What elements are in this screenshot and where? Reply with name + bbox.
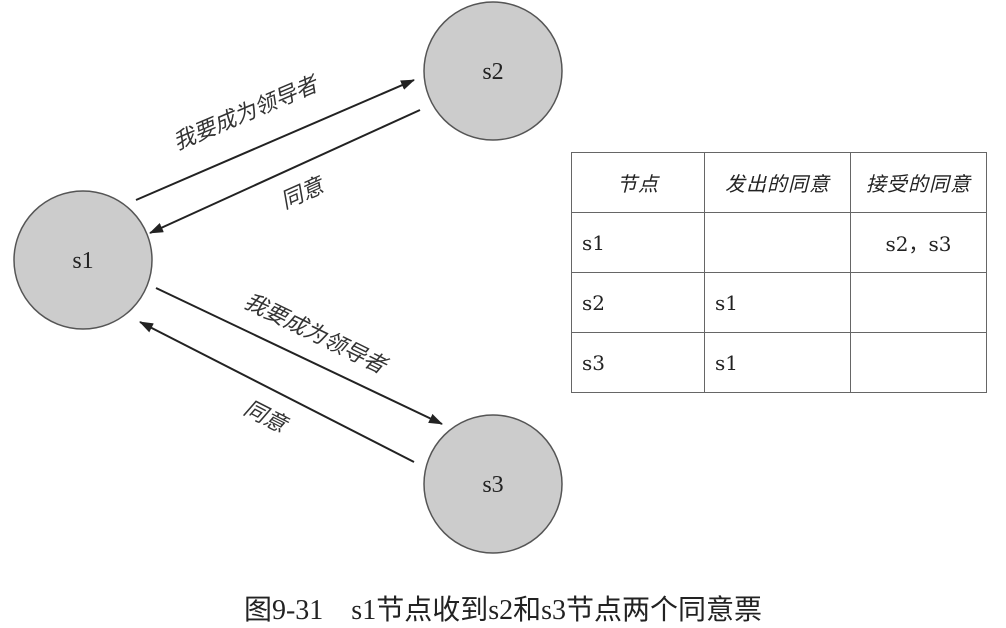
table-row: s2 s1 (571, 272, 987, 333)
figure-caption: 图9-31 s1节点收到s2和s3节点两个同意票 (243, 595, 762, 626)
edge-label-s2-to-s1: 同意 (277, 173, 329, 215)
arrow-s1-to-s3 (155, 287, 443, 425)
raft-election-diagram: 我要成为领导者 同意 我要成为领导者 同意 s1 s2 s3 (13, 1, 563, 554)
header-node: 节点 (571, 152, 705, 213)
arrow-s2-to-s1 (149, 109, 421, 234)
edge-label-s1-to-s2: 我要成为领导者 (170, 71, 324, 155)
table-row: s3 s1 (571, 332, 987, 393)
cell-sent (704, 212, 851, 273)
cell-node: s1 (571, 212, 705, 273)
table-header-row: 节点 发出的同意 接受的同意 (571, 152, 987, 213)
cell-received (850, 272, 987, 333)
header-received: 接受的同意 (850, 152, 987, 213)
cell-node: s3 (571, 332, 705, 393)
cell-sent: s1 (704, 272, 851, 333)
node-s2: s2 (423, 1, 563, 141)
node-label-s1: s1 (72, 248, 93, 274)
cell-received: s2，s3 (850, 212, 987, 273)
arrow-s3-to-s1 (139, 321, 415, 463)
table-row: s1 s2，s3 (571, 212, 987, 273)
arrow-s1-to-s2 (135, 79, 415, 201)
node-s1: s1 (13, 190, 153, 330)
node-s3: s3 (423, 414, 563, 554)
header-sent: 发出的同意 (704, 152, 851, 213)
cell-sent: s1 (704, 332, 851, 393)
node-label-s3: s3 (482, 472, 503, 498)
edge-label-s3-to-s1: 同意 (240, 396, 292, 439)
edge-label-s1-to-s3: 我要成为领导者 (240, 289, 392, 380)
cell-node: s2 (571, 272, 705, 333)
vote-table: 节点 发出的同意 接受的同意 s1 s2，s3 s2 s1 s3 s1 (571, 152, 987, 393)
cell-received (850, 332, 987, 393)
node-label-s2: s2 (482, 59, 503, 85)
